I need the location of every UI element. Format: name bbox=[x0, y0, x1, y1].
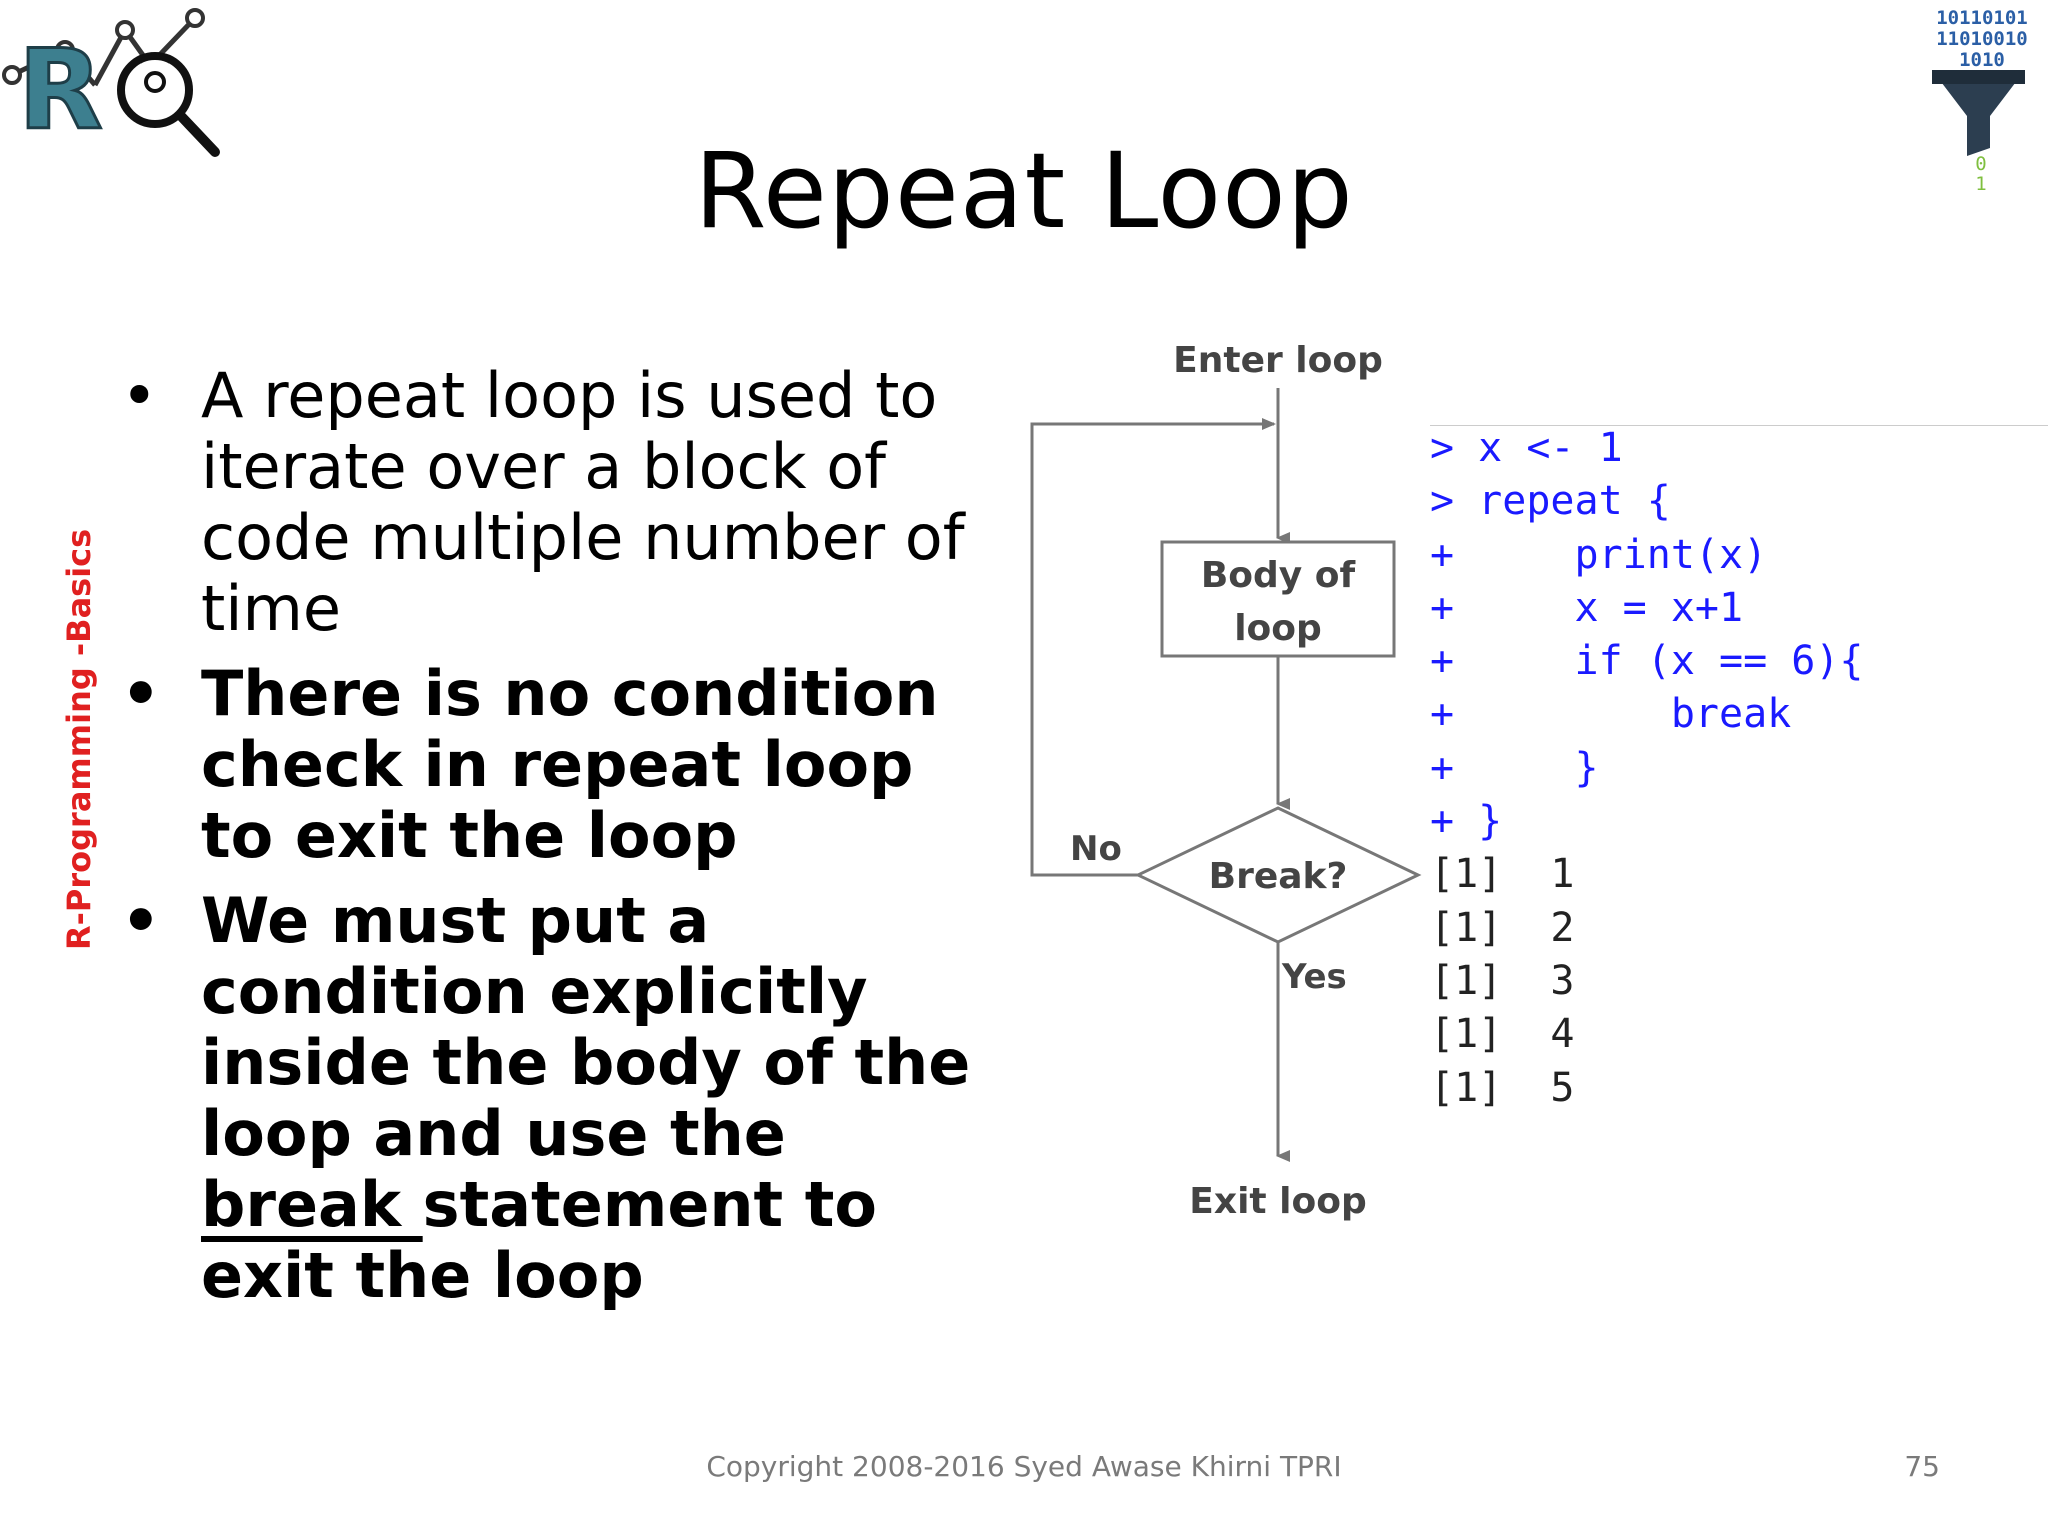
bullet-list: A repeat loop is used to iterate over a … bbox=[115, 360, 985, 1325]
slide-title: Repeat Loop bbox=[694, 130, 1354, 252]
page-number: 75 bbox=[1904, 1450, 1940, 1483]
console-output-line: [1] 5 bbox=[1430, 1064, 1575, 1111]
body-of-loop-label-2: loop bbox=[1234, 608, 1322, 649]
r-console-code: > x <- 1 > repeat { + print(x) + x = x+1… bbox=[1430, 425, 1864, 1111]
body-of-loop-label-1: Body of bbox=[1201, 555, 1356, 596]
console-output-line: [1] 2 bbox=[1430, 904, 1575, 951]
side-label: R-Programming -Basics bbox=[60, 528, 98, 950]
data-funnel-icon bbox=[1932, 70, 2025, 156]
break-decision-label: Break? bbox=[1209, 856, 1348, 897]
bullet-item: We must put a condition explicitly insid… bbox=[115, 885, 985, 1311]
console-output-line: [1] 1 bbox=[1430, 851, 1575, 898]
r-analytics-logo: R bbox=[2, 8, 220, 157]
enter-loop-label: Enter loop bbox=[1173, 340, 1383, 381]
funnel-binary-input: 10110101 11010010 1010 bbox=[1936, 7, 2028, 71]
yes-label: Yes bbox=[1281, 957, 1347, 997]
bullet-item: A repeat loop is used to iterate over a … bbox=[115, 360, 985, 644]
exit-loop-label: Exit loop bbox=[1189, 1181, 1366, 1222]
no-loop-back-line bbox=[1030, 418, 1276, 877]
break-keyword: break bbox=[201, 1168, 423, 1241]
console-output-line: [1] 4 bbox=[1430, 1011, 1575, 1058]
no-label: No bbox=[1070, 829, 1122, 869]
console-output-line: [1] 3 bbox=[1430, 957, 1575, 1004]
bullet-item: There is no condition check in repeat lo… bbox=[115, 658, 985, 871]
console-top-border bbox=[1430, 425, 2048, 426]
copyright-footer: Copyright 2008-2016 Syed Awase Khirni TP… bbox=[706, 1450, 1342, 1483]
funnel-binary-output: 0 1 bbox=[1975, 153, 1987, 195]
repeat-loop-flowchart: Enter loop Body of loop Break? No Yes Ex… bbox=[1030, 340, 1422, 1222]
svg-text:R: R bbox=[18, 26, 103, 154]
